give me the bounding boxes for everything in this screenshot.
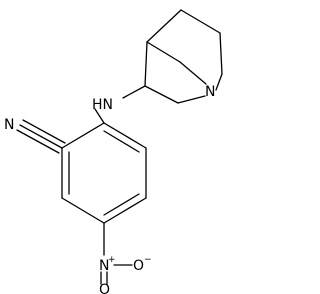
bond	[146, 41, 181, 63]
bond	[122, 85, 146, 99]
bond	[180, 9, 221, 34]
bond	[16, 129, 60, 154]
quinuclidine-ring	[144, 9, 223, 104]
bond	[179, 61, 207, 85]
nitro-nitrogen-label: N	[99, 258, 109, 274]
bond	[22, 119, 66, 144]
bond	[19, 124, 63, 149]
bond	[61, 197, 105, 224]
nitrile-nitrogen-label: N	[4, 117, 14, 133]
bond	[103, 193, 140, 216]
bond	[219, 32, 223, 75]
bond	[146, 9, 182, 43]
nitro-oxygen-charge: −	[144, 255, 152, 265]
nitro-oxygen-top-label: O	[99, 282, 110, 294]
bond	[103, 122, 147, 149]
nitro-group	[100, 222, 133, 285]
quinuclidine-nitrogen-label: N	[205, 84, 215, 100]
nitrile-group	[16, 119, 66, 154]
bond	[144, 85, 179, 104]
bond	[103, 130, 140, 153]
amine-linker	[94, 85, 146, 124]
bond	[215, 73, 223, 91]
bond	[103, 197, 147, 224]
chemical-structure: HN N N N + O O −	[4, 9, 223, 294]
benzene-ring	[61, 122, 147, 224]
nitro-oxygen-right-label: O	[133, 258, 144, 274]
bond	[61, 122, 105, 149]
bond	[177, 95, 206, 104]
bond	[94, 108, 105, 124]
bond	[144, 41, 148, 87]
amine-nh-label: HN	[92, 97, 113, 113]
nitro-nitrogen-charge: +	[108, 255, 116, 265]
